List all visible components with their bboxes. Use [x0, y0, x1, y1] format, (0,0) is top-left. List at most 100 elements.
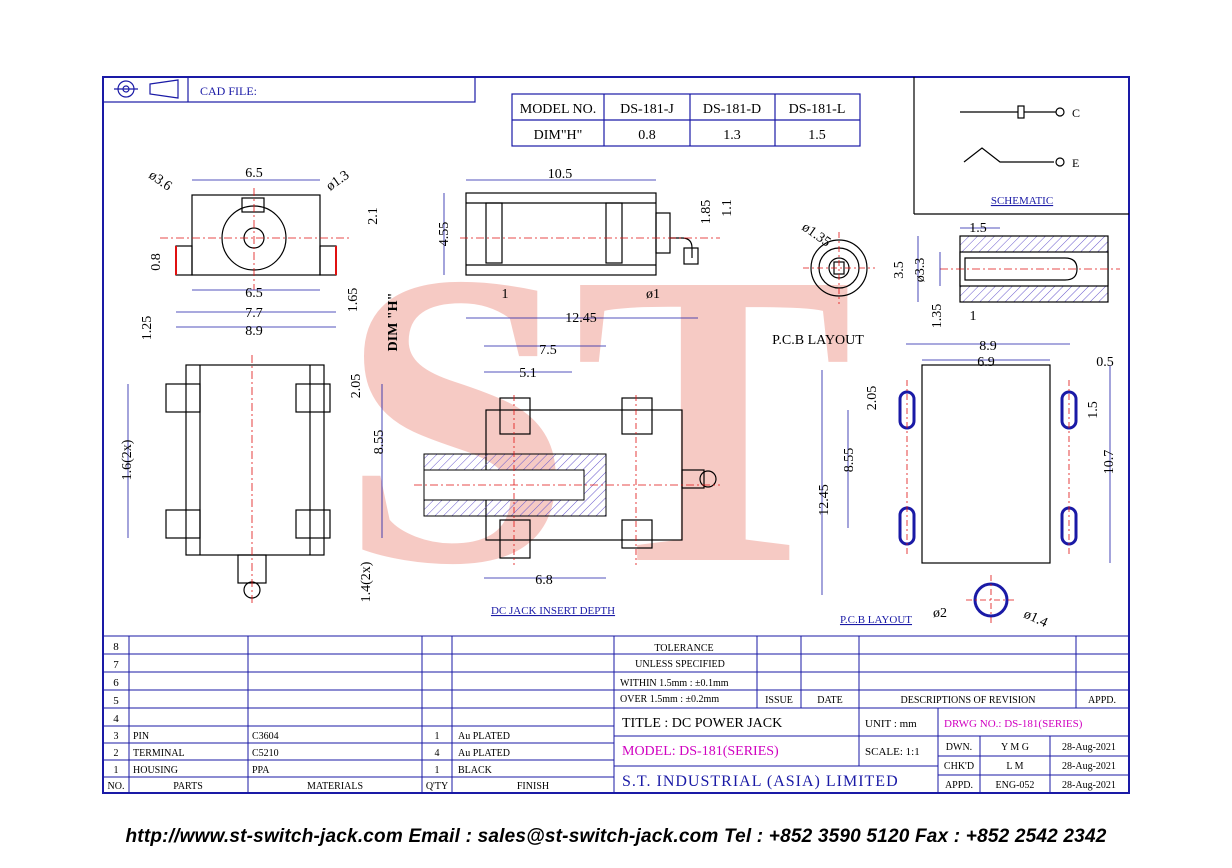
part-3-name: PIN [133, 731, 149, 742]
part-1-material: PPA [252, 765, 270, 776]
parts-header-qty: Q'TY [426, 781, 448, 792]
parts-header-material: MATERIALS [307, 781, 363, 792]
part-1-no: 1 [114, 765, 119, 776]
chk-value: L M [1006, 761, 1023, 772]
app-date: 28-Aug-2021 [1062, 780, 1116, 791]
part-3-no: 3 [114, 731, 119, 742]
dim-6-8: 6.8 [535, 573, 553, 588]
pcb-8-9: 8.9 [979, 339, 997, 354]
part-3-material: C3604 [252, 731, 279, 742]
dim-3-5: 3.5 [892, 261, 907, 279]
drawing-number: DRWG NO.: DS-181(SERIES) [944, 718, 1083, 730]
model-header-0: MODEL NO. [520, 102, 596, 117]
tolerance-unless: UNLESS SPECIFIED [635, 659, 725, 670]
dim-1-5-section: 1.5 [969, 221, 987, 236]
cad-header [102, 76, 476, 103]
company-name: S.T. INDUSTRIAL (ASIA) LIMITED [622, 773, 899, 790]
parts-list: 3 PIN C3604 1 Au PLATED 2 TERMINAL C5210… [108, 731, 550, 792]
dim-h-callout: DIM "H" [386, 293, 401, 352]
model-header-2: DS-181-D [703, 102, 761, 117]
pcb-8-55: 8.55 [842, 448, 857, 473]
part-3-qty: 1 [435, 731, 440, 742]
parts-header-finish: FINISH [517, 781, 549, 792]
app-value: ENG-052 [996, 780, 1035, 791]
chk-label: CHK'D [944, 761, 974, 772]
drawing-frame [102, 76, 1130, 794]
dim-5-1: 5.1 [519, 366, 537, 381]
part-2-material: C5210 [252, 748, 279, 759]
part-1-qty: 1 [435, 765, 440, 776]
rev-row-4: 4 [113, 713, 119, 725]
dim-0-8: 0.8 [149, 253, 164, 271]
part-2-no: 2 [114, 748, 119, 759]
watermark: ST [340, 186, 854, 651]
dim-h-d: 1.3 [723, 128, 741, 143]
pcb-dia-2: ø2 [933, 606, 947, 621]
rev-header-issue: ISSUE [765, 695, 793, 706]
dim-1-a: 1 [502, 287, 509, 302]
dim-h-l: 1.5 [808, 128, 826, 143]
pcb-bottom-caption: P.C.B LAYOUT [840, 614, 912, 626]
pcb-6-9: 6.9 [977, 355, 995, 370]
pcb-1-5: 1.5 [1086, 401, 1101, 419]
part-1-finish: BLACK [458, 765, 493, 776]
dwn-date: 28-Aug-2021 [1062, 742, 1116, 753]
dim-1-4-2x: 1.4(2x) [359, 561, 374, 602]
rev-header-desc: DESCRIPTIONS OF REVISION [900, 695, 1035, 706]
projection-cone-icon [149, 79, 179, 99]
dwn-value: Y M G [1001, 742, 1029, 753]
model-header-3: DS-181-L [789, 102, 846, 117]
tolerance-title: TOLERANCE [654, 643, 713, 654]
pcb-layout [921, 364, 1051, 564]
dim-h-j: 0.8 [638, 128, 656, 143]
dim-1-6-2x: 1.6(2x) [120, 439, 135, 480]
dim-12-45: 12.45 [565, 311, 597, 326]
part-2-finish: Au PLATED [458, 748, 510, 759]
side-view [465, 192, 699, 276]
dim-1-65: 1.65 [346, 288, 361, 313]
tolerance-over: OVER 1.5mm : ±0.2mm [620, 694, 719, 705]
tolerance-within: WITHIN 1.5mm : ±0.1mm [620, 678, 729, 689]
dim-dia-3-3: ø3.3 [913, 258, 928, 283]
pcb-layout-label: P.C.B LAYOUT [772, 333, 864, 348]
watermark-text: ST [340, 186, 854, 651]
unit-text: UNIT : mm [865, 718, 917, 730]
pcb-12-45: 12.45 [817, 484, 832, 516]
part-2-name: TERMINAL [133, 748, 185, 759]
pcb-2-05: 2.05 [865, 386, 880, 411]
dim-10-5: 10.5 [548, 167, 573, 182]
scale-text: SCALE: 1:1 [865, 746, 920, 758]
chk-date: 28-Aug-2021 [1062, 761, 1116, 772]
dimension-lines [127, 179, 1111, 595]
rev-row-8: 8 [113, 641, 119, 653]
app-label: APPD. [945, 780, 973, 791]
parts-header-no: NO. [108, 781, 125, 792]
dim-7-7: 7.7 [245, 306, 263, 321]
schematic-title: SCHEMATIC [991, 195, 1053, 207]
schematic-box [913, 77, 1129, 215]
rev-row-6: 6 [113, 677, 119, 689]
dim-7-5: 7.5 [539, 343, 557, 358]
dim-4-55: 4.55 [437, 222, 452, 247]
top-view [165, 364, 331, 599]
dim-1-85: 1.85 [699, 200, 714, 225]
dim-2-1: 2.1 [366, 207, 381, 225]
title-text: TITLE : DC POWER JACK [622, 716, 782, 731]
dim-1-25: 1.25 [140, 316, 155, 341]
contact-footer: http://www.st-switch-jack.com Email : sa… [125, 826, 1107, 847]
pcb-dia-1-4: ø1.4 [1021, 607, 1050, 631]
dim-dia-3-6: ø3.6 [146, 168, 175, 194]
dim-dia-1: ø1 [646, 287, 660, 302]
part-2-qty: 4 [435, 748, 440, 759]
dwn-label: DWN. [946, 742, 972, 753]
pcb-10-7: 10.7 [1102, 450, 1117, 475]
dim-8-55: 8.55 [372, 430, 387, 455]
dim-h-label: DIM"H" [534, 128, 583, 143]
rev-row-7: 7 [113, 659, 119, 671]
front-view [175, 194, 337, 276]
parts-header-part: PARTS [173, 781, 203, 792]
part-3-finish: Au PLATED [458, 731, 510, 742]
insert-depth-caption: DC JACK INSERT DEPTH [491, 605, 615, 617]
dim-6-5-bottom: 6.5 [245, 286, 263, 301]
